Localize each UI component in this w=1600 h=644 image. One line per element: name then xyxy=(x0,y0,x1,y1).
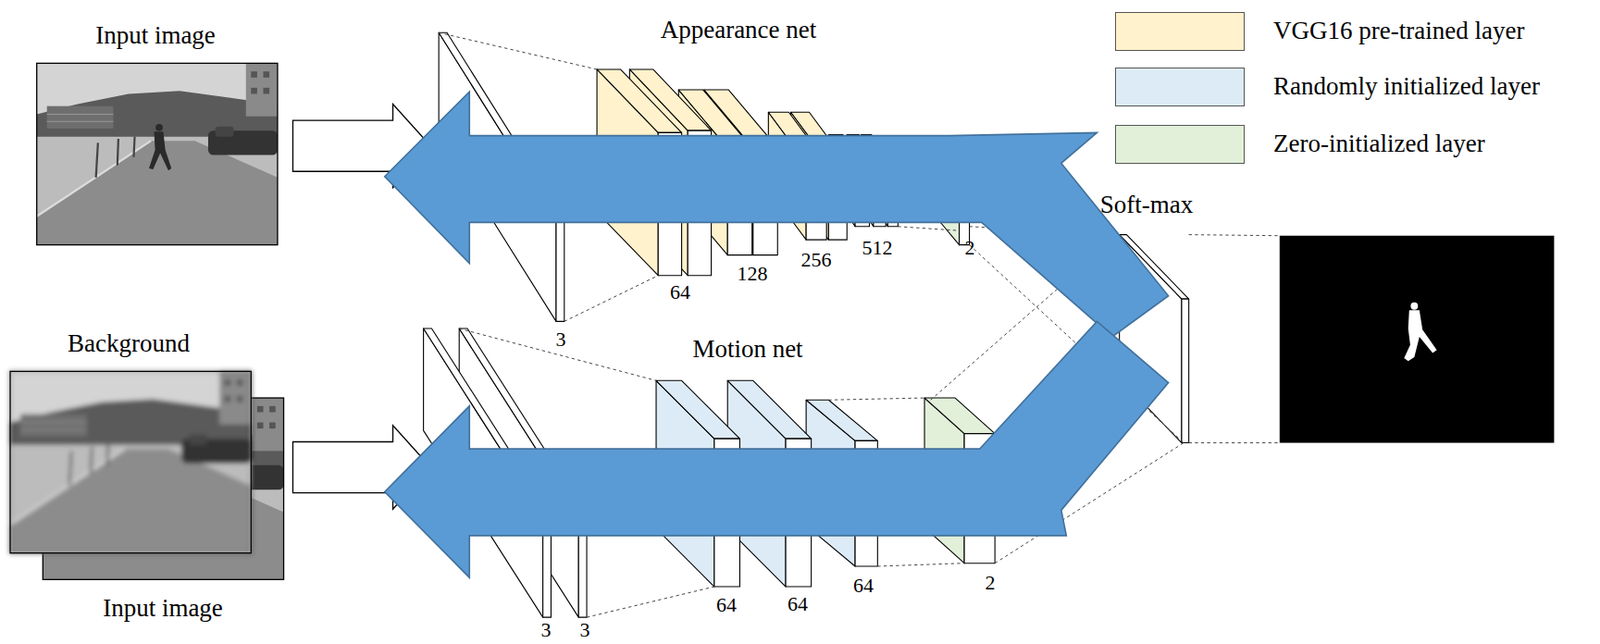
legend-text: Zero-initialized layer xyxy=(1273,130,1486,159)
legend-swatch xyxy=(1115,124,1245,164)
background-photo xyxy=(10,371,251,553)
pedestrian xyxy=(148,124,172,171)
legend-text: VGG16 pre-trained layer xyxy=(1273,17,1525,46)
label: 128 xyxy=(737,262,769,286)
label: 3 xyxy=(556,328,567,351)
layer-face xyxy=(556,219,565,322)
label: Soft-max xyxy=(1100,191,1194,220)
label: Background xyxy=(67,330,190,359)
label: 256 xyxy=(801,248,832,272)
label: Appearance net xyxy=(660,16,818,45)
label: Input image xyxy=(95,22,216,50)
label: Motion net xyxy=(692,335,803,364)
label: 512 xyxy=(862,236,894,260)
label: 3 xyxy=(541,619,552,642)
label: Input image xyxy=(102,595,224,623)
label: 3 xyxy=(580,619,591,642)
legend-swatch xyxy=(1115,67,1245,107)
label: 64 xyxy=(669,281,691,304)
flow-arrows xyxy=(384,91,1169,578)
layer-face xyxy=(727,380,811,439)
layer-face xyxy=(656,380,740,439)
label: 64 xyxy=(853,574,874,597)
layer-face xyxy=(1181,298,1190,443)
label: 2 xyxy=(985,571,996,595)
label: 64 xyxy=(787,593,808,616)
layer-face xyxy=(806,399,878,441)
layer-face xyxy=(596,69,683,133)
legend-swatch xyxy=(1115,12,1245,51)
legend-text: Randomly initialized layer xyxy=(1273,73,1540,101)
flow-arrow xyxy=(384,321,1169,578)
output-mask xyxy=(1279,235,1555,444)
label: 2 xyxy=(965,236,976,260)
label: 64 xyxy=(716,594,737,617)
flow-arrow xyxy=(384,91,1169,337)
layer-face xyxy=(924,397,995,435)
input-photo xyxy=(37,62,278,245)
